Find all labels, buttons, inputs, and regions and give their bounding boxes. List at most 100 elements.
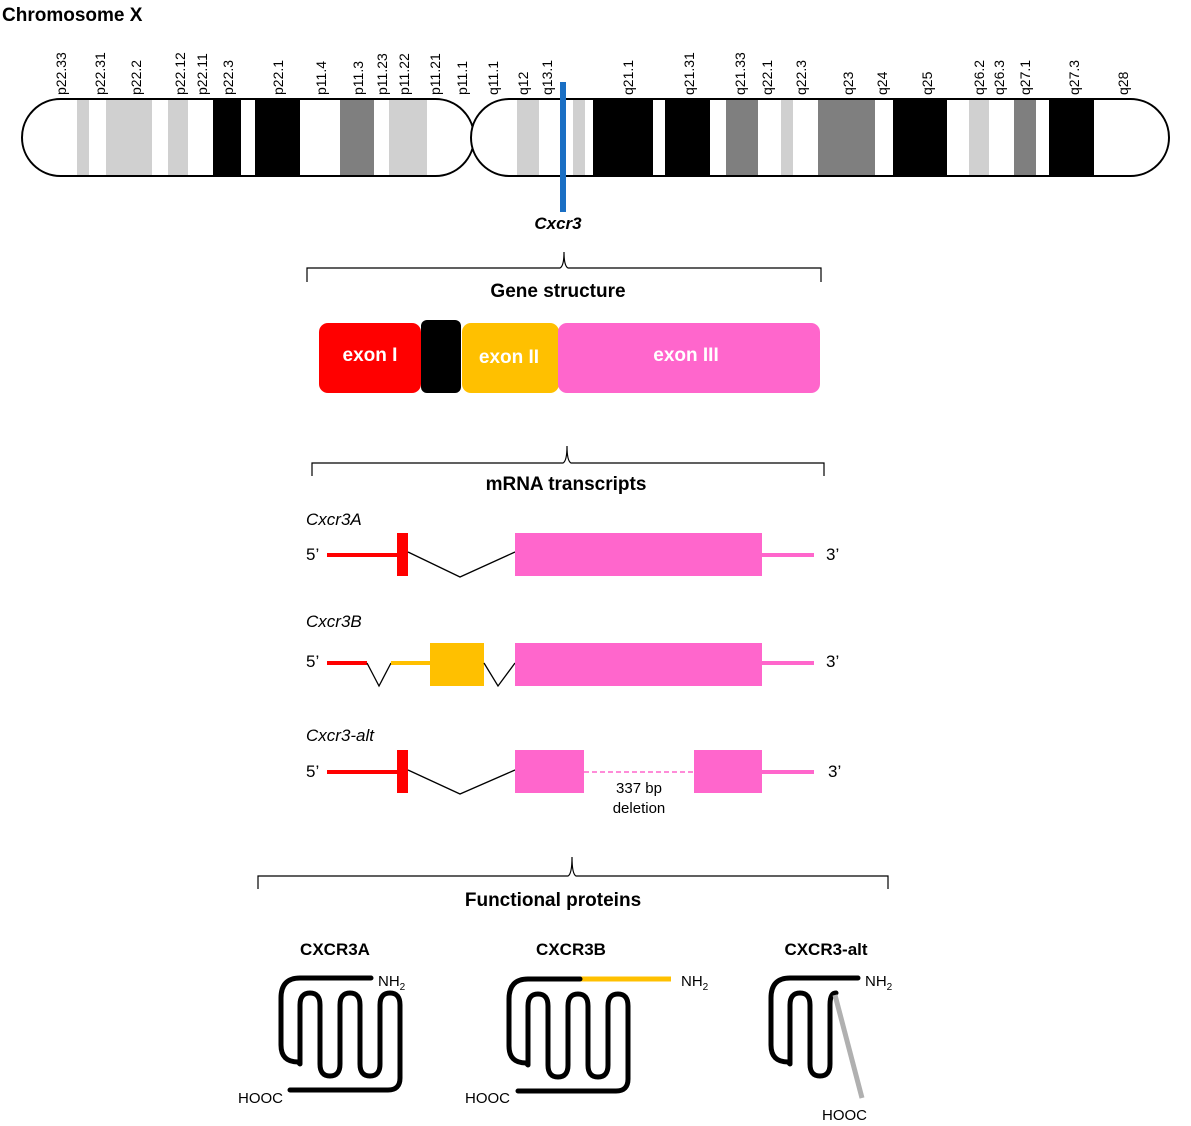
band — [1049, 99, 1094, 176]
band — [593, 99, 653, 176]
band — [168, 99, 188, 176]
nh2-label: NH2 — [681, 973, 709, 993]
band — [340, 99, 374, 176]
band-label: p11.22 — [396, 53, 412, 95]
band — [517, 99, 539, 176]
protein-name: CXCR3-alt — [784, 940, 867, 959]
brace-proteins — [257, 856, 889, 889]
exon-1-label: exon I — [343, 345, 398, 366]
brace-mrna — [311, 445, 825, 476]
band-label: p11.23 — [374, 53, 390, 95]
band-label: q26.3 — [991, 60, 1007, 95]
transcripts-title: mRNA transcripts — [486, 474, 647, 495]
three-prime-label: 3’ — [826, 652, 839, 671]
deletion-label-line1: 337 bp — [616, 780, 662, 797]
band-label: p22.31 — [92, 52, 108, 95]
band — [389, 99, 427, 176]
band — [255, 99, 300, 176]
band-label: q12 — [515, 71, 531, 95]
band-label: q24 — [874, 71, 890, 95]
band-label: q27.3 — [1066, 60, 1082, 95]
protein-name: CXCR3A — [300, 940, 370, 959]
band-labels: p22.33 p22.31 p22.2 p22.12 p22.11 p22.3 … — [53, 52, 1131, 95]
splice-line — [407, 769, 516, 795]
band-label: p11.3 — [350, 61, 366, 95]
splice-line — [483, 662, 516, 688]
transcript-name: Cxcr3B — [306, 612, 362, 631]
exon-2-block — [462, 323, 559, 393]
exon-2-label: exon II — [479, 347, 539, 368]
band — [726, 99, 758, 176]
protein-cxcr3b-chain — [506, 976, 631, 1094]
band — [665, 99, 710, 176]
five-prime-label: 5’ — [306, 652, 319, 671]
band-label: p22.12 — [172, 52, 188, 95]
band-label: q21.33 — [732, 52, 748, 95]
transcript-name: Cxcr3A — [306, 510, 362, 529]
exon-2-segment — [430, 643, 484, 686]
band — [213, 99, 241, 176]
exon-3-segment — [515, 533, 762, 576]
deletion-label-line2: deletion — [613, 800, 666, 817]
band-label: q26.2 — [971, 60, 987, 95]
brace-gene-structure — [306, 251, 822, 282]
band-label: q25 — [919, 71, 935, 95]
band — [818, 99, 875, 176]
exon-3-block — [558, 323, 820, 393]
intron-block — [421, 320, 461, 393]
band — [781, 99, 793, 176]
band-label: p11.1 — [454, 61, 470, 95]
band-label: q21.1 — [620, 60, 636, 95]
splice-line — [407, 551, 516, 578]
chromosome-p-arm — [22, 99, 474, 176]
band-label: q27.1 — [1017, 60, 1033, 95]
exon-3-label: exon III — [653, 345, 718, 366]
band-label: p22.3 — [220, 60, 236, 95]
band-label: p11.4 — [313, 61, 329, 95]
exon-3-segment-a — [515, 750, 584, 793]
chromosome-title: Chromosome X — [2, 5, 143, 26]
band-label: q23 — [840, 71, 856, 95]
band-label: p22.1 — [270, 60, 286, 95]
three-prime-label: 3’ — [828, 762, 841, 781]
band-label: p11.21 — [427, 53, 443, 95]
band-label: p22.2 — [128, 60, 144, 95]
exon-1-block — [319, 323, 421, 393]
band — [1014, 99, 1036, 176]
cooh-label: HOOC — [822, 1107, 867, 1124]
band-label: p22.33 — [53, 52, 69, 95]
band-label: q21.31 — [681, 52, 697, 95]
splice-line — [366, 662, 392, 688]
chromosome-q-arm — [471, 99, 1169, 176]
band — [77, 99, 89, 176]
band-label: q13.1 — [539, 60, 555, 95]
chromosome-q-outline — [470, 98, 1170, 177]
protein-cxcr3-alt-c-terminal — [832, 994, 865, 1099]
gene-structure-title: Gene structure — [490, 281, 625, 302]
protein-cxcr3-alt-chain — [768, 975, 861, 1079]
transcript-name: Cxcr3-alt — [306, 726, 375, 745]
band-label: p22.11 — [194, 53, 210, 95]
proteins-title: Functional proteins — [465, 890, 641, 911]
band — [106, 99, 152, 176]
exon-1-segment — [397, 750, 408, 793]
cooh-label: HOOC — [238, 1090, 283, 1107]
exon-3-segment-b — [694, 750, 762, 793]
cxcr3-locus-marker — [560, 82, 566, 212]
exon-3-segment — [515, 643, 762, 686]
five-prime-label: 5’ — [306, 762, 319, 781]
band-label: q22.3 — [793, 60, 809, 95]
band-label: q28 — [1115, 71, 1131, 95]
three-prime-label: 3’ — [826, 545, 839, 564]
gene-label: Cxcr3 — [534, 214, 582, 233]
nh2-label: NH2 — [865, 973, 893, 993]
band — [573, 99, 585, 176]
nh2-label: NH2 — [378, 973, 406, 993]
band — [893, 99, 947, 176]
five-prime-label: 5’ — [306, 545, 319, 564]
band — [969, 99, 989, 176]
cooh-label: HOOC — [465, 1090, 510, 1107]
protein-cxcr3a-chain — [278, 975, 403, 1093]
protein-name: CXCR3B — [536, 940, 606, 959]
